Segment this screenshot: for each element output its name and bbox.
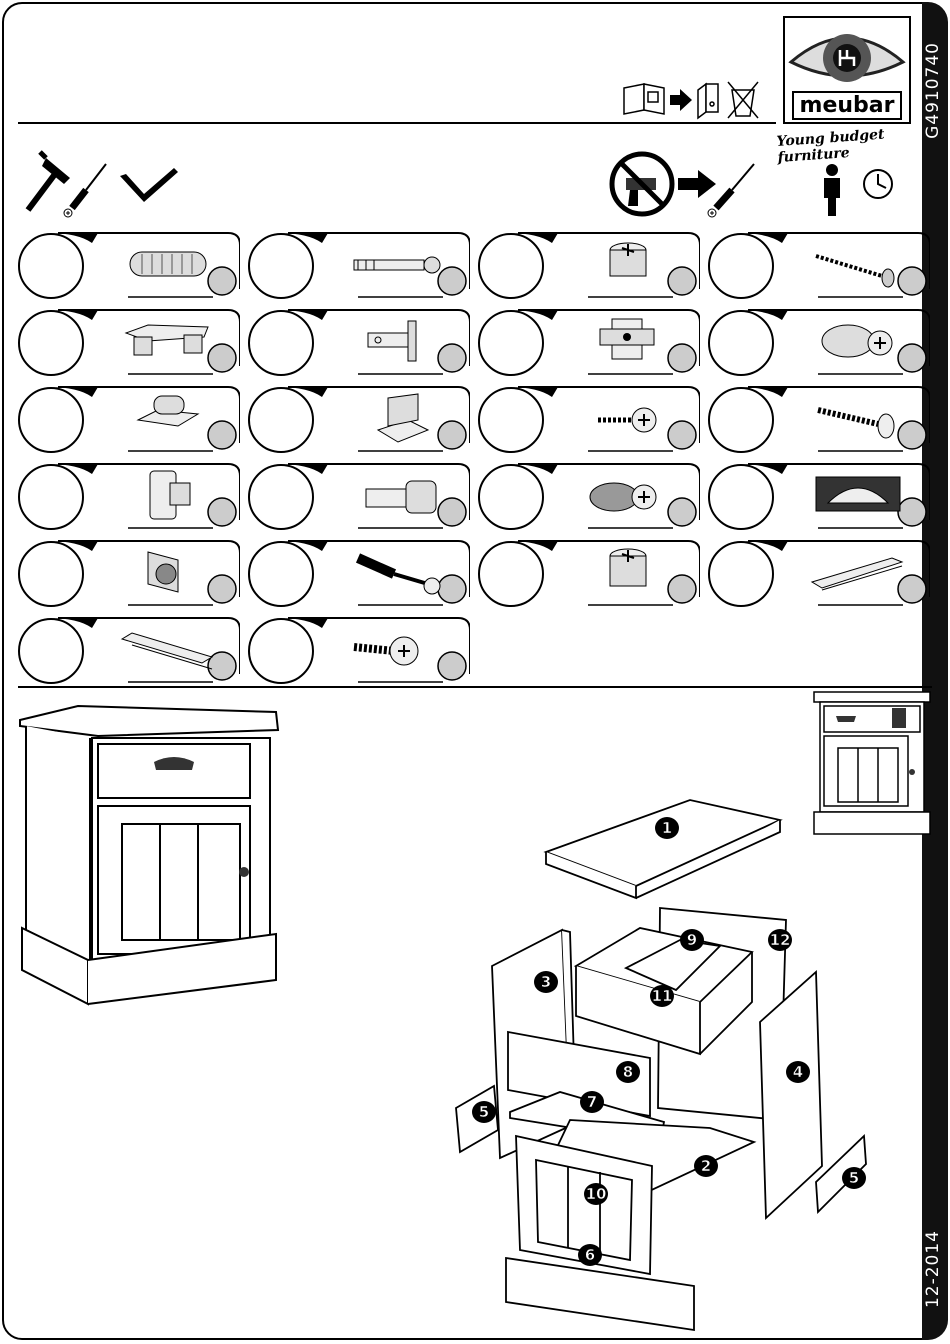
tool-note-icons: [606, 150, 896, 220]
one-person-icon: [824, 164, 840, 216]
bolt-connector-icon: [808, 313, 908, 369]
part-number: 5: [849, 1169, 859, 1187]
hardware-item-double-cam-connector: [18, 308, 240, 378]
furniture-foot-icon: [348, 467, 448, 523]
wooden-dowel-icon: [118, 236, 218, 292]
hardware-item-expansion-bolt: [248, 539, 470, 609]
arrow-icon: [678, 170, 716, 198]
cam-bolt-icon: [348, 236, 448, 292]
part-number: 8: [623, 1063, 633, 1081]
part-label: 9: [680, 929, 704, 951]
hinge-mount-icon: [578, 313, 678, 369]
flange-screw-icon: [348, 621, 448, 677]
part-number: 11: [652, 987, 673, 1005]
euro-screw-icon: [578, 467, 678, 523]
clock-icon: [864, 170, 892, 198]
cam-lock-icon: [578, 236, 678, 292]
no-power-drill-icon: [612, 154, 672, 214]
eye-icon: [785, 20, 909, 100]
part-label: 2: [694, 1155, 718, 1177]
part-number: 1: [662, 819, 672, 837]
part-label: 3: [534, 971, 558, 993]
part-number: 12: [770, 931, 791, 949]
part-label: 11: [650, 985, 674, 1007]
arrow-icon: [670, 89, 692, 111]
brand-name: meubar: [792, 91, 903, 120]
hardware-item-short-screw: [478, 385, 700, 455]
hardware-item-cam-lock-large: [478, 539, 700, 609]
hardware-item-door-knob-plate: [18, 462, 240, 532]
hardware-item-corner-bracket: [18, 539, 240, 609]
hardware-item-hinge-mount: [478, 308, 700, 378]
knob-icon: [239, 867, 249, 877]
part-label: 8: [616, 1061, 640, 1083]
part-number: 10: [586, 1185, 607, 1203]
section-divider: [18, 686, 932, 688]
double-cam-connector-icon: [118, 313, 218, 369]
square-icon: [120, 168, 178, 202]
hardware-item-shelf-clip: [248, 385, 470, 455]
part-label: 5: [472, 1101, 496, 1123]
shelf-clip-icon: [348, 390, 448, 446]
hardware-item-furniture-foot: [248, 462, 470, 532]
sidebar-strip: G4910740 12-2014: [922, 2, 948, 1340]
part-number: 9: [687, 931, 697, 949]
hardware-item-drawer-runner-right: [18, 616, 240, 686]
hardware-item-flange-screw: [248, 616, 470, 686]
part-number: 3: [541, 973, 551, 991]
door-knob-plate-icon: [118, 467, 218, 523]
hardware-item-euro-screw: [478, 462, 700, 532]
hammer-icon: [28, 152, 70, 210]
part-label: 10: [584, 1183, 608, 1205]
part-number: 2: [701, 1157, 711, 1175]
document-date: 12-2014: [923, 1230, 943, 1308]
cam-lock-large-icon: [578, 544, 678, 600]
part-label: 1: [655, 817, 679, 839]
part-number: 4: [793, 1063, 803, 1081]
tool-icons: [22, 150, 182, 220]
expansion-bolt-icon: [348, 544, 448, 600]
part-number: 5: [479, 1103, 489, 1121]
hardware-item-machine-screw: [708, 385, 930, 455]
part-label: 5: [842, 1167, 866, 1189]
screwdriver-icon: [64, 164, 106, 217]
part-label: 4: [786, 1061, 810, 1083]
brand-logo: meubar: [783, 16, 911, 124]
part-label: 12: [768, 929, 792, 951]
machine-screw-icon: [808, 390, 908, 446]
cup-handle-icon: [808, 467, 908, 523]
hardware-item-bolt-connector: [708, 308, 930, 378]
hardware-item-magnetic-catch: [18, 385, 240, 455]
hardware-item-drawer-runner-left: [708, 539, 930, 609]
no-disposal-icon: [728, 82, 758, 118]
part-number: 6: [585, 1246, 595, 1264]
binder-icon: [698, 84, 718, 118]
part-number: 7: [587, 1093, 597, 1111]
hardware-item-hinge-plate: [248, 308, 470, 378]
part-6-plinth-front: [506, 1258, 694, 1330]
hinge-plate-icon: [348, 313, 448, 369]
hardware-item-wooden-dowel: [18, 231, 240, 301]
header-divider: [18, 122, 776, 124]
hardware-item-wood-screw: [708, 231, 930, 301]
wood-screw-icon: [808, 236, 908, 292]
hardware-item-cam-bolt: [248, 231, 470, 301]
hardware-item-cam-lock: [478, 231, 700, 301]
magnetic-catch-icon: [118, 390, 218, 446]
part-label: 6: [578, 1244, 602, 1266]
short-screw-icon: [578, 390, 678, 446]
instruction-icons: [620, 78, 770, 122]
corner-bracket-icon: [118, 544, 218, 600]
hardware-item-cup-handle: [708, 462, 930, 532]
part-label: 7: [580, 1091, 604, 1113]
drawer-runner-left-icon: [808, 544, 908, 600]
manual-icon: [624, 84, 664, 114]
assembled-cabinet-drawing: [18, 700, 283, 1010]
drawer-runner-right-icon: [118, 621, 218, 677]
screwdriver-icon: [708, 164, 754, 217]
